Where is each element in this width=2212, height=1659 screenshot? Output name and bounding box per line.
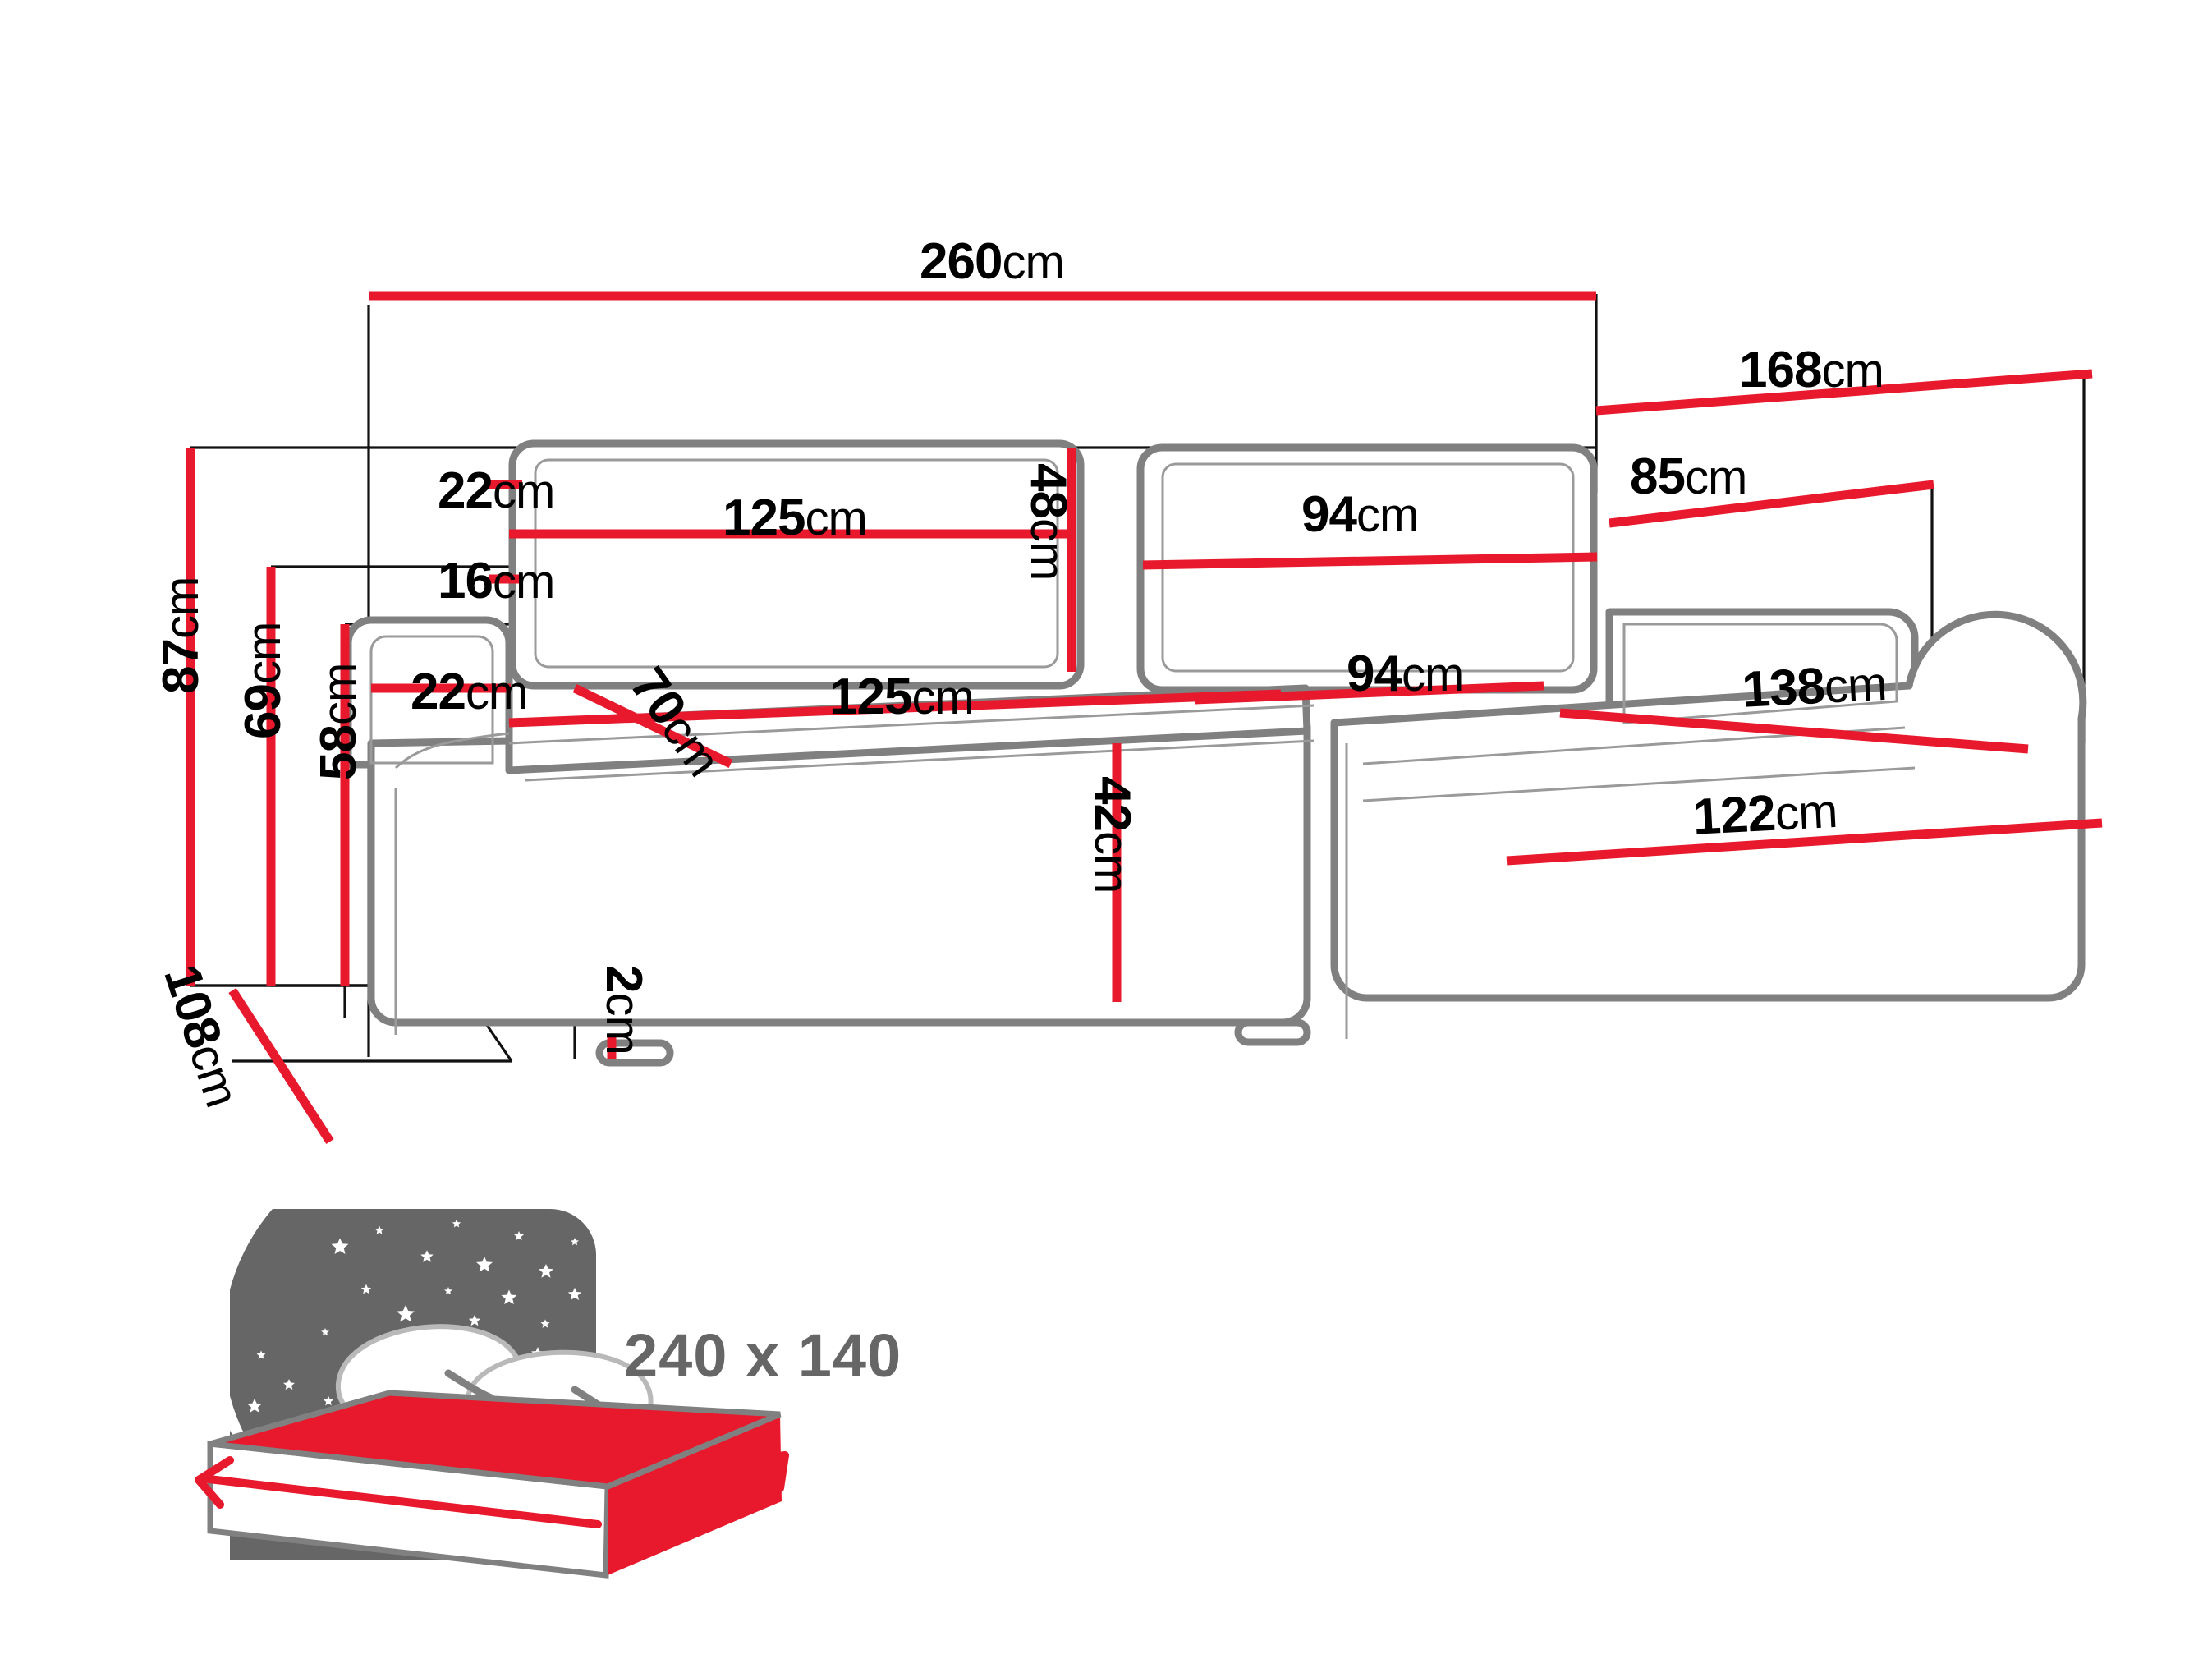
dim-label-total-width: 260cm — [920, 233, 1065, 290]
dim-label-backrest-height: 48cm — [1020, 463, 1076, 581]
dim-label-total-height: 87cm — [153, 577, 209, 694]
dim-label-seat-width-left: 125cm — [829, 669, 975, 725]
dim-label-seat-height: 42cm — [1084, 776, 1140, 894]
sofa-outline — [344, 439, 2087, 1067]
dim-label-backrest-gap: 16cm — [438, 553, 555, 609]
dimension-lines — [186, 291, 2103, 1144]
dim-label-backrest-width-left: 125cm — [723, 489, 868, 546]
dim-label-arm-height: 22cm — [411, 664, 528, 720]
dim-label-backrest-width-right: 94cm — [1301, 486, 1419, 543]
dim-label-chaise-depth: 168cm — [1739, 342, 1884, 398]
sleeping-area-label: 240 x 140 — [624, 1321, 902, 1390]
dim-label-backrest-top-left: 22cm — [438, 462, 555, 519]
dim-label-leg-height: 2cm — [595, 965, 652, 1055]
dim-label-chaise-back-depth: 85cm — [1630, 448, 1747, 505]
dim-label-arm-total-height: 58cm — [310, 663, 367, 780]
dim-label-seat-width-right: 94cm — [1347, 646, 1464, 702]
sleeping-function-icon — [195, 1209, 789, 1579]
sofa-detail-lines — [369, 458, 1916, 1039]
dim-label-chaise-width: 138cm — [1740, 656, 1888, 719]
dim-label-chaise-seat-depth: 122cm — [1691, 784, 1838, 846]
dim-label-back-height: 69cm — [235, 622, 291, 739]
